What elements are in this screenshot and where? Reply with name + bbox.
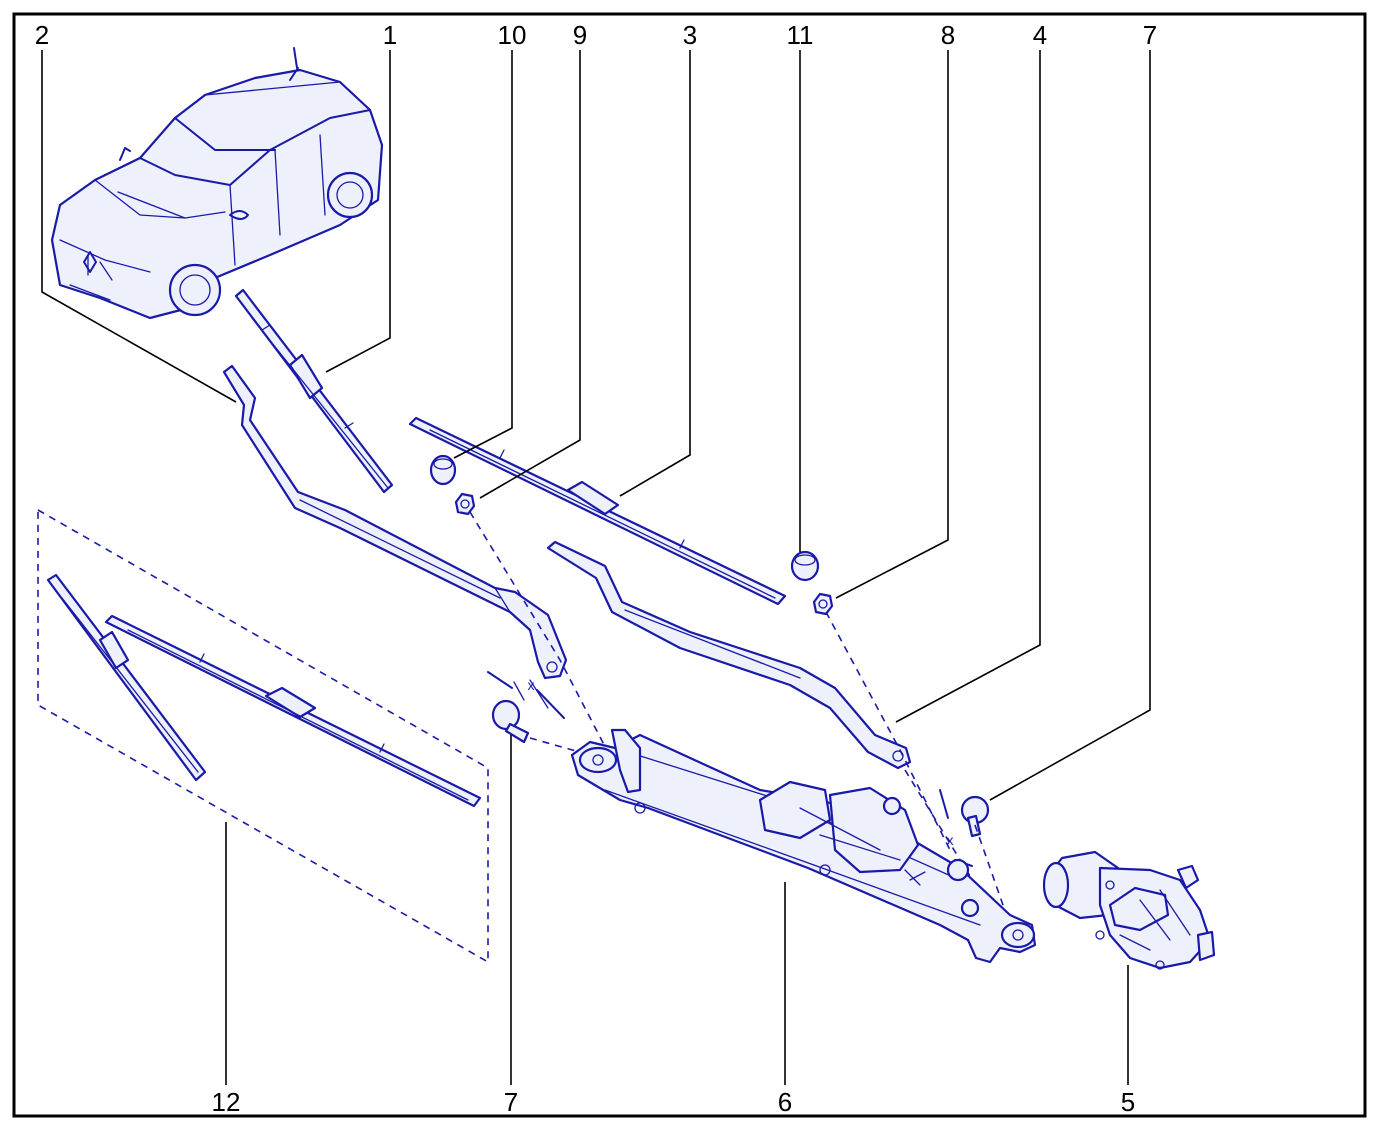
callout-8: 8 [941,20,955,50]
callout-10: 10 [498,20,527,50]
bolt-part-7-right [960,795,990,838]
cap-part-10 [429,454,457,486]
blade-kit-part-12 [37,508,489,964]
callout-7-top: 7 [1143,20,1157,50]
dimension-x-right-label: x [947,832,954,848]
callout-1: 1 [383,20,397,50]
car-illustration [50,47,384,320]
callout-5: 5 [1121,1087,1135,1117]
assembly-guide-lines [469,511,1011,926]
diagram-frame [12,12,1367,1118]
callout-numbers: 2 1 10 9 3 11 8 4 7 12 7 6 5 [35,20,1157,1117]
wiper-linkage-part-6 [570,728,1037,964]
wiper-blade-part-1 [234,288,394,494]
nut-part-8 [812,592,834,616]
dimension-x-left-label: x [528,677,535,693]
callout-11: 11 [787,20,814,50]
wiper-blade-part-3 [408,416,787,606]
dimension-x-left: x [487,671,565,719]
callout-6: 6 [778,1087,792,1117]
bolt-part-7-left [491,699,530,744]
callout-7-bottom: 7 [504,1087,518,1117]
leader-lines [41,50,1151,1085]
callout-4: 4 [1033,20,1047,50]
cap-part-11 [790,550,820,582]
wiper-arm-part-2 [222,364,568,680]
wiper-motor-part-5 [1042,850,1216,970]
nut-part-9 [454,492,476,516]
wiper-arm-part-4 [546,540,912,770]
callout-12: 12 [212,1087,241,1117]
callout-3: 3 [683,20,697,50]
callout-2: 2 [35,20,49,50]
callout-9: 9 [573,20,587,50]
